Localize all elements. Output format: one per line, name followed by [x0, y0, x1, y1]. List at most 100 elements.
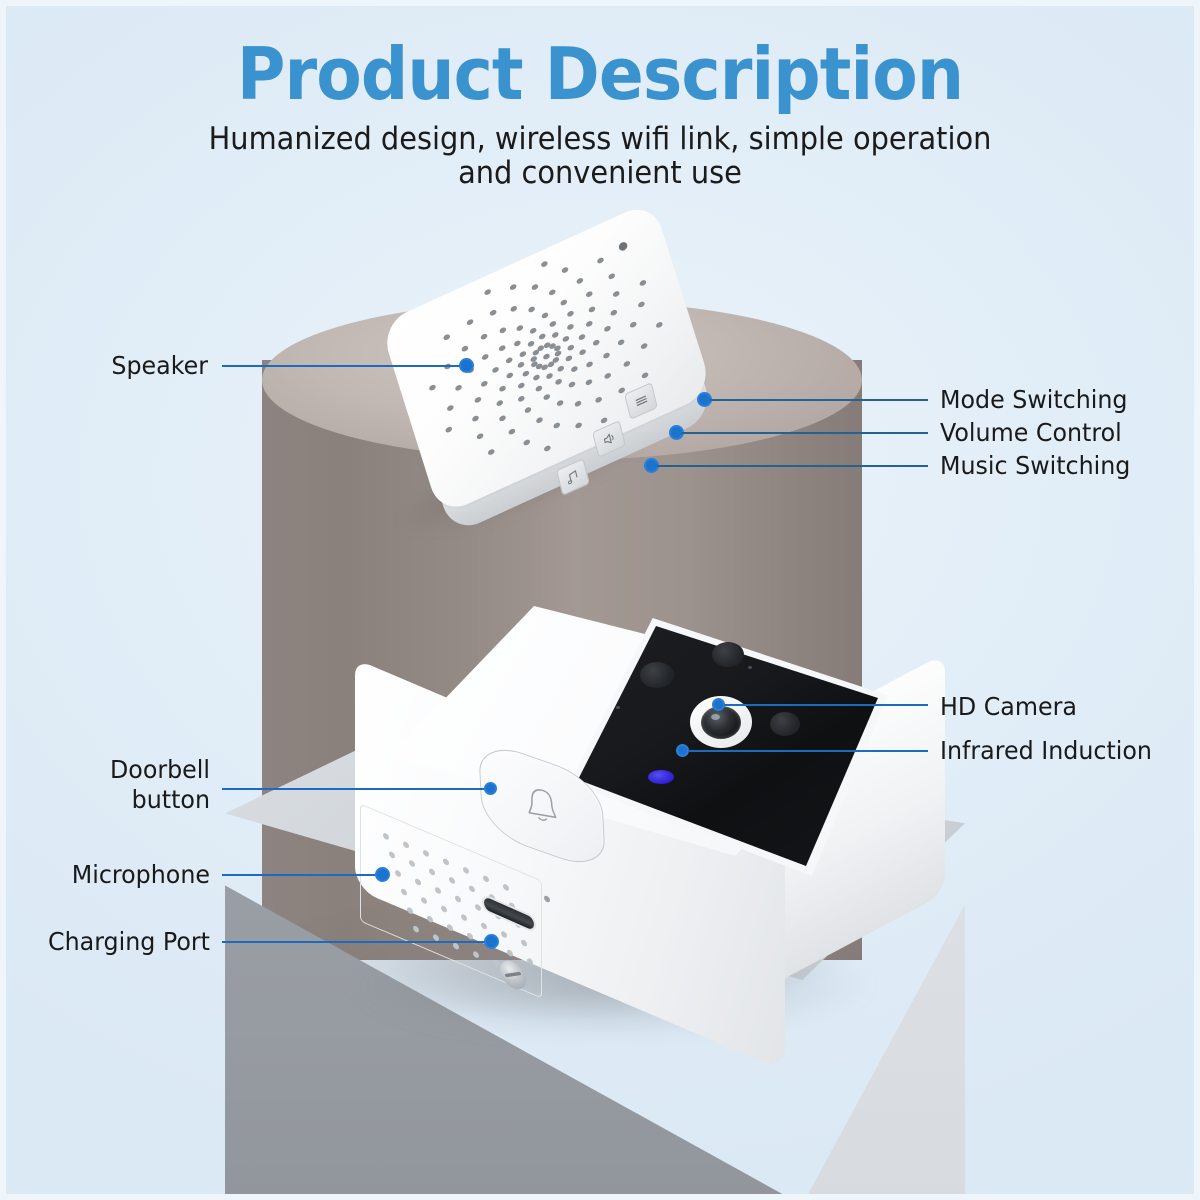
grille-hole: [509, 304, 518, 313]
mic-hole: [443, 857, 449, 867]
grille-hole: [428, 383, 437, 392]
grille-hole: [509, 282, 517, 291]
callout-label-hd-camera: HD Camera: [940, 692, 1077, 721]
doorbell-press-button[interactable]: [477, 737, 607, 875]
music-button[interactable]: [556, 458, 590, 496]
grille-hole: [574, 400, 582, 408]
grille-hole: [483, 287, 492, 296]
grille-hole: [541, 352, 550, 361]
ir-led-icon: [640, 662, 674, 688]
grille-hole: [442, 333, 451, 341]
volume-button[interactable]: [592, 420, 626, 458]
grille-hole: [612, 290, 620, 299]
grille-hole: [480, 380, 489, 388]
mic-hole: [447, 923, 453, 932]
mic-hole: [407, 906, 413, 915]
mic-hole: [501, 930, 507, 939]
mic-hole: [467, 931, 473, 941]
grille-hole: [517, 394, 526, 403]
grille-hole: [521, 370, 530, 378]
grille-hole: [655, 321, 663, 330]
callout-label-charging-port: Charging Port: [48, 927, 211, 956]
grille-hole: [531, 283, 539, 292]
grille-hole: [584, 319, 593, 328]
grille-hole: [473, 396, 482, 405]
callout-dot-doorbell-button[interactable]: [484, 782, 497, 795]
speaker-grille-icon: [380, 200, 663, 456]
mic-hole: [463, 866, 469, 875]
callout-dot-speaker[interactable]: [459, 358, 474, 373]
grille-hole: [545, 372, 554, 380]
callout-label-volume-control: Volume Control: [940, 418, 1122, 447]
music-note-icon: [567, 470, 578, 485]
sensor-pinhole-icon: [748, 666, 752, 669]
grille-hole: [595, 396, 603, 404]
grille-hole: [491, 366, 500, 375]
grille-hole: [498, 384, 507, 393]
chime-device: [368, 199, 768, 558]
mic-hole: [455, 894, 461, 904]
grille-hole: [551, 330, 560, 339]
grille-hole: [566, 343, 575, 352]
grille-hole: [513, 339, 522, 348]
leader-line-music-switching: [657, 465, 928, 467]
grille-hole: [566, 309, 574, 318]
mic-hole: [481, 921, 487, 931]
header: Product Description Humanized design, wi…: [0, 0, 1200, 190]
mic-hole: [421, 896, 427, 905]
grille-hole: [548, 289, 557, 297]
grille-hole: [560, 298, 568, 306]
grille-hole: [506, 371, 515, 380]
leader-line-mode-switching: [710, 399, 928, 401]
grille-hole: [476, 431, 484, 440]
grille-hole: [518, 350, 527, 359]
callout-dot-microphone[interactable]: [375, 867, 390, 882]
mic-hole: [427, 914, 433, 924]
mic-hole: [415, 877, 421, 887]
bell-icon: [528, 789, 557, 821]
mic-hole: [429, 867, 435, 877]
mic-hole: [493, 958, 499, 968]
grille-hole: [592, 338, 601, 347]
subtitle-line-2: and convenient use: [458, 155, 742, 191]
grille-hole: [471, 414, 480, 422]
grille-hole: [566, 322, 575, 331]
mode-button[interactable]: [624, 382, 658, 420]
mic-hole: [401, 887, 407, 897]
grille-hole: [640, 342, 649, 351]
mic-hole: [395, 869, 401, 878]
grille-hole: [446, 404, 455, 412]
grille-hole: [585, 290, 593, 299]
grille-hole: [535, 415, 544, 424]
grille-hole: [577, 332, 586, 341]
grille-hole: [532, 373, 541, 382]
grille-hole: [561, 266, 569, 275]
grille-hole: [557, 364, 566, 373]
grille-hole: [444, 425, 453, 434]
grille-hole: [547, 360, 556, 369]
grille-hole: [568, 380, 576, 389]
page-title: Product Description: [236, 32, 964, 116]
grille-hole: [454, 384, 463, 392]
grille-hole: [522, 438, 531, 447]
grille-hole: [517, 382, 526, 390]
subtitle-line-1: Humanized design, wireless wifi link, si…: [208, 121, 992, 157]
mic-hole: [435, 886, 441, 895]
callout-dot-charging-port[interactable]: [484, 934, 499, 949]
grille-hole: [534, 384, 543, 393]
leader-line-infrared-induction: [688, 750, 928, 752]
grille-hole: [574, 421, 583, 430]
grille-hole: [538, 332, 547, 341]
mic-hole: [469, 884, 475, 894]
camera-lens-ring: [690, 696, 752, 748]
grille-hole: [561, 334, 570, 343]
mic-hole: [423, 849, 429, 858]
grille-hole: [552, 421, 561, 430]
grille-hole: [507, 427, 516, 436]
grille-hole: [548, 320, 557, 328]
grille-hole: [587, 305, 596, 313]
doorbell-device: [330, 606, 950, 1072]
grille-hole: [497, 344, 506, 352]
menu-lines-icon: [635, 395, 647, 407]
